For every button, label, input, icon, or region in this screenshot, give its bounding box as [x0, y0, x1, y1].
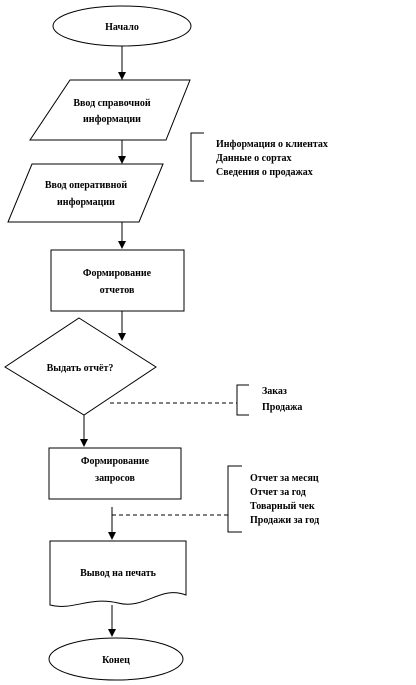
form-queries-label-line2: запросов — [95, 473, 135, 484]
reference-info-item-2: Данные о сортах — [216, 153, 292, 164]
end-label: Конец — [102, 655, 130, 666]
query-output-item-2: Отчет за год — [250, 487, 306, 498]
input-operational-label-line2: информации — [57, 197, 115, 208]
input-operational-node: Ввод оперативной информации — [7, 163, 164, 223]
input-reference-label-line1: Ввод справочной — [73, 98, 151, 109]
form-reports-label-line2: отчетов — [100, 285, 135, 296]
print-node: Вывод на печать — [49, 540, 187, 607]
form-queries-node: Формирование запросов — [48, 447, 182, 500]
query-output-item-4: Продажи за год — [250, 515, 319, 526]
start-label: Начало — [105, 22, 139, 33]
start-node: Начало — [52, 5, 192, 47]
input-operational-label-line1: Ввод оперативной — [45, 180, 128, 191]
end-node: Конец — [48, 637, 184, 681]
decision-label: Выдать отчёт? — [47, 363, 114, 374]
query-output-item-3: Товарный чек — [250, 501, 315, 512]
decision-branch-item-2: Продажа — [262, 402, 302, 413]
decision-branch-item-1: Заказ — [262, 386, 287, 397]
form-reports-node: Формирование отчетов — [50, 249, 185, 312]
input-reference-label-line2: информации — [83, 114, 141, 125]
form-reports-label-line1: Формирование — [83, 268, 152, 279]
input-reference-node: Ввод справочной информации — [29, 79, 191, 141]
print-label: Вывод на печать — [80, 568, 157, 579]
reference-info-item-1: Информация о клиентах — [216, 139, 328, 150]
query-output-item-1: Отчет за месяц — [250, 473, 319, 484]
decision-branch-bracket — [236, 384, 249, 416]
reference-info-bracket — [190, 132, 204, 182]
query-outputs-bracket — [227, 465, 242, 533]
decision-node: Выдать отчёт? — [4, 317, 157, 416]
reference-info-item-3: Сведения о продажах — [216, 167, 313, 178]
form-queries-label-line1: Формирование — [81, 456, 150, 467]
